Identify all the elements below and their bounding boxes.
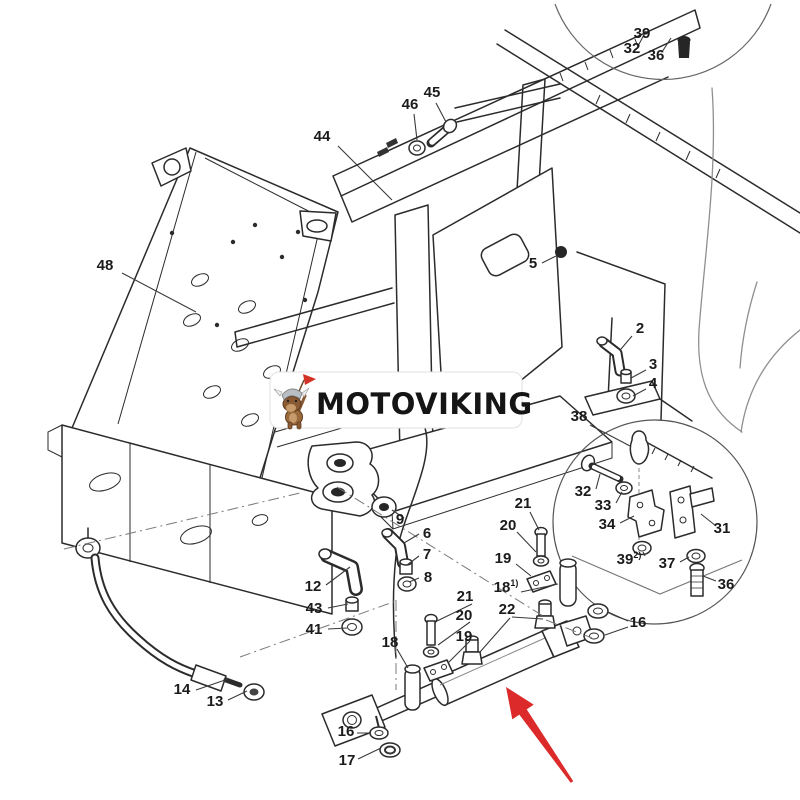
tower-hand-hole (480, 233, 530, 277)
washer-17-bottom (379, 742, 401, 758)
nut-39 (632, 540, 652, 556)
part-number-label: 4 (649, 375, 658, 392)
part-number-label: 6 (423, 525, 431, 542)
nut-16-right (583, 628, 605, 644)
washer-46 (408, 140, 426, 156)
washer-33 (615, 481, 633, 495)
part-number-label: 18 (382, 634, 399, 651)
part-number-label: 21 (515, 495, 532, 512)
mascot-flag (303, 374, 316, 385)
part-number-label: 45 (424, 84, 441, 101)
part-number-label: 44 (314, 128, 331, 145)
part-number-label: 31 (714, 520, 731, 537)
part-number-label: 39 (634, 25, 651, 42)
leader-lines (121, 30, 717, 760)
part-number-label: 32 (624, 40, 641, 57)
mid-rails (234, 287, 395, 348)
part-number-label: 37 (659, 555, 676, 572)
part-number-label: 46 (402, 96, 419, 113)
part-number-label: 21 (457, 588, 474, 605)
part-number-label: 34 (599, 516, 616, 533)
bracket-31 (669, 485, 696, 539)
mascot-helmet (281, 388, 303, 401)
part-number-label: 38 (571, 408, 588, 425)
part-number-label: 20 (456, 607, 473, 624)
part-number-label: 36 (718, 576, 735, 593)
hydraulic-cylinder (321, 526, 609, 758)
part-number-label: 19 (495, 550, 512, 567)
detail-circle-top (554, 3, 772, 81)
bolt-45-washer-46 (408, 118, 458, 156)
part-number-label: 2 (636, 320, 644, 337)
part-number-label: 32 (575, 483, 592, 500)
fitting-group-right (555, 246, 636, 404)
part-number-label: 20 (500, 517, 517, 534)
washer-16-bottom (369, 726, 389, 740)
part-number-label: 181) (494, 578, 519, 596)
viking-dog-mascot (273, 374, 316, 430)
part-number-label: 33 (595, 497, 612, 514)
brand-box (269, 371, 523, 429)
part-number-label: 41 (306, 621, 323, 638)
highlight-arrow (506, 687, 574, 783)
hose-14 (75, 527, 265, 701)
hose-ferrule (190, 664, 227, 692)
part-number-label: 9 (396, 511, 404, 528)
center-lines (63, 486, 593, 690)
pivot-pin-18-right (559, 561, 577, 607)
cross-beam-44 (332, 9, 701, 223)
part-number-label: 22 (499, 601, 516, 618)
pivot-pin-18-left (404, 667, 421, 711)
part-number-label: 16 (630, 614, 647, 631)
part-number-label: 14 (174, 681, 191, 698)
part-number-label: 36 (648, 47, 665, 64)
port-fitting-22-right (534, 599, 556, 629)
rops-posts (454, 78, 561, 227)
bracket-34 (627, 489, 665, 538)
part-number-label: 7 (423, 546, 431, 563)
knob-5 (555, 246, 567, 258)
part-number-label: 16 (338, 723, 355, 740)
washer-20-right (532, 555, 550, 567)
frame-rail-right (496, 29, 800, 234)
beam-slot-holes (377, 138, 398, 157)
fitting-group-center (371, 496, 417, 592)
part-number-label: 3 (649, 356, 657, 373)
part-number-label: 17 (339, 752, 356, 769)
part-number-label: 392) (617, 550, 642, 568)
red-arrow (506, 687, 574, 783)
bolt-45 (442, 118, 458, 134)
part-number-label: 43 (306, 600, 323, 617)
ring-fitting-4 (616, 388, 636, 404)
ring-fitting-41 (341, 618, 363, 636)
part-number-label: 8 (424, 569, 432, 586)
lower-frame-box (47, 424, 333, 615)
washer-20-left (422, 646, 440, 658)
part-number-label: 48 (97, 257, 114, 274)
part-number-label: 13 (207, 693, 224, 710)
detail-circle-38 (552, 419, 758, 625)
cone-plug (629, 430, 650, 465)
port-fitting-22-left (461, 635, 483, 665)
lock-plate-19-right (526, 570, 557, 593)
ring-fitting-8 (397, 576, 417, 592)
washer-16-right (587, 603, 609, 619)
part-number-label: 19 (456, 628, 473, 645)
part-number-label: 5 (529, 255, 537, 272)
brand-watermark: MOTOVIKING (269, 371, 533, 430)
part-number-label: 12 (305, 578, 322, 595)
brand-text: MOTOVIKING (316, 387, 533, 421)
washer-37 (686, 548, 706, 564)
panel-rivet-holes (169, 222, 308, 328)
fitting-group-left (318, 548, 363, 636)
right-fender-panel (697, 87, 800, 433)
